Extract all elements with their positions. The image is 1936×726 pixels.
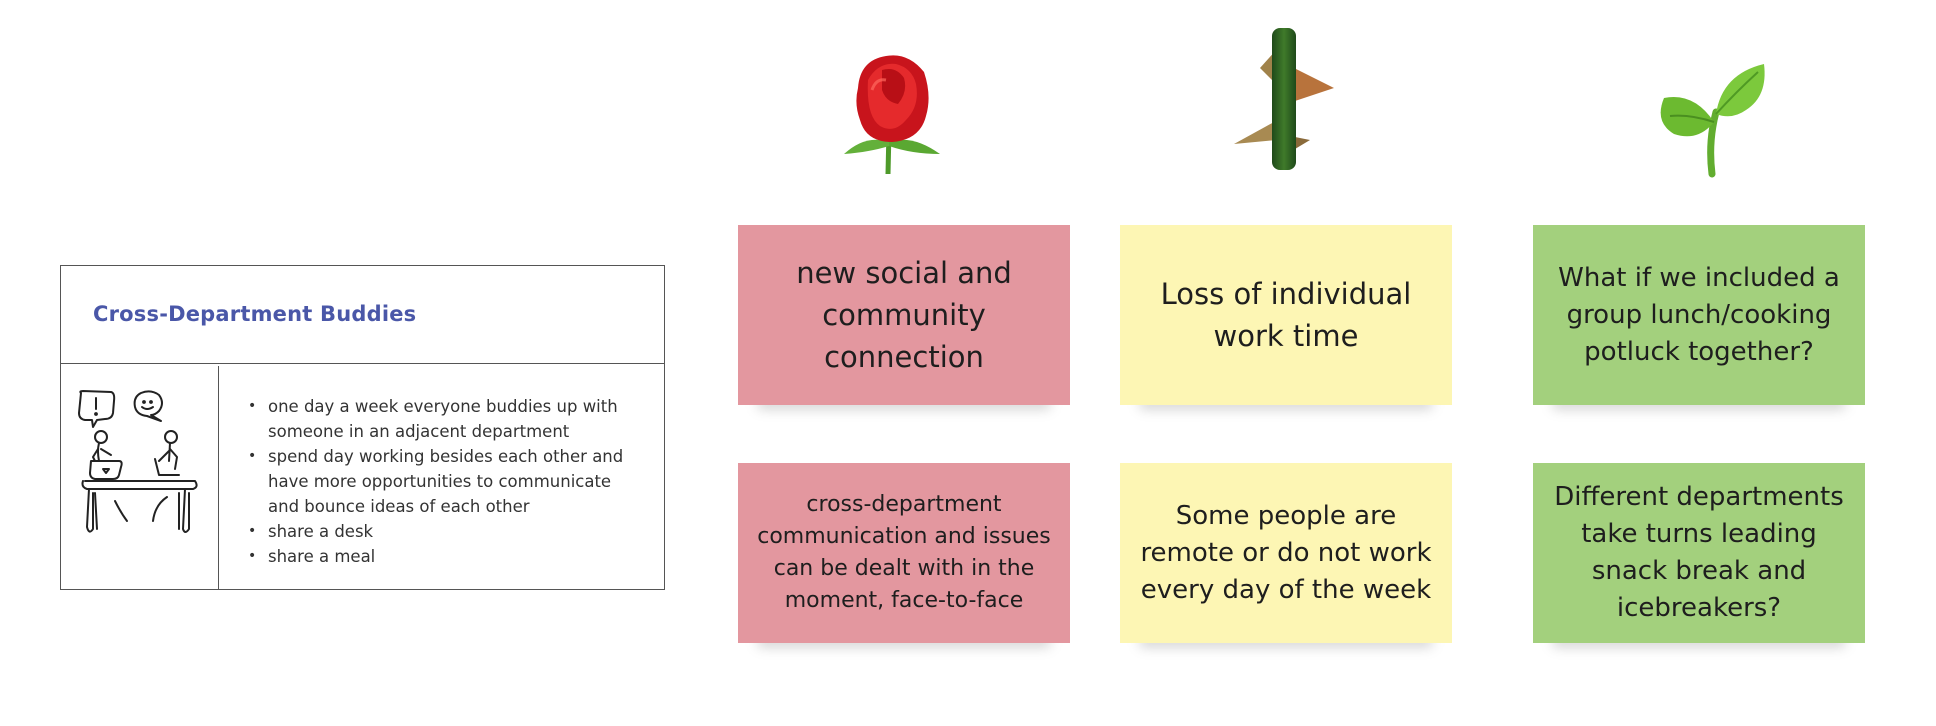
list-item: spend day working besides each other and…: [246, 444, 646, 519]
sticky-note-text: Loss of individual work time: [1160, 277, 1412, 353]
card-bullet-list: one day a week everyone buddies up with …: [246, 394, 646, 569]
sprout-icon: [1660, 64, 1765, 178]
sticky-note-text: Some people are remote or do not work ev…: [1140, 500, 1432, 605]
sticky-note-thorn-1[interactable]: Loss of individual work time: [1120, 225, 1452, 405]
idea-card[interactable]: Cross-Department Buddies: [60, 265, 665, 590]
list-item: share a desk: [246, 519, 646, 544]
list-item: one day a week everyone buddies up with …: [246, 394, 646, 444]
thorn-icon: [1234, 28, 1334, 170]
sticky-note-thorn-2[interactable]: Some people are remote or do not work ev…: [1120, 463, 1452, 643]
sticky-note-text: Different departments take turns leading…: [1554, 482, 1844, 623]
sticky-note-text: What if we included a group lunch/cookin…: [1558, 262, 1840, 367]
sticky-note-text: new social and community connection: [796, 256, 1012, 374]
people-at-desk-icon: [78, 390, 198, 533]
sticky-note-bud-1[interactable]: What if we included a group lunch/cookin…: [1533, 225, 1865, 405]
rose-icon: [844, 55, 940, 175]
list-item: share a meal: [246, 544, 646, 569]
sticky-note-bud-2[interactable]: Different departments take turns leading…: [1533, 463, 1865, 643]
sticky-note-text: cross-department communication and issue…: [757, 492, 1051, 613]
card-divider-vertical: [218, 366, 219, 589]
card-divider-horizontal: [61, 363, 664, 364]
sticky-note-rose-2[interactable]: cross-department communication and issue…: [738, 463, 1070, 643]
card-title: Cross-Department Buddies: [93, 302, 417, 326]
sticky-note-rose-1[interactable]: new social and community connection: [738, 225, 1070, 405]
